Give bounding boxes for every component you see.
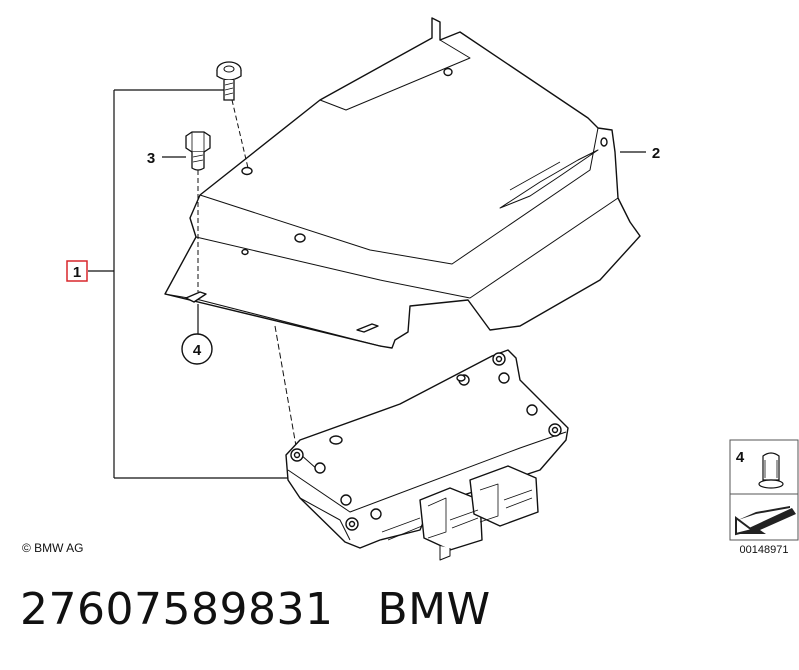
brand-name: BMW xyxy=(377,584,491,635)
arrow-icon xyxy=(735,506,796,536)
bracket-cover xyxy=(164,17,641,349)
part-number: 27607589831 xyxy=(20,584,334,635)
callout-2[interactable]: 2 xyxy=(652,145,660,162)
assembly-axis-line xyxy=(274,325,297,447)
svg-text:4: 4 xyxy=(193,342,202,359)
copyright-text: © BMW AG xyxy=(22,541,84,555)
part-number-line: 27607589831 BMW xyxy=(20,584,491,635)
torx-screw xyxy=(216,61,242,101)
callout-1[interactable]: 1 xyxy=(66,260,88,282)
inset-part-4: 4 00148971 xyxy=(729,439,799,556)
screw-axis-line xyxy=(231,99,249,169)
hex-bolt xyxy=(185,131,211,171)
inset-code: 00148971 xyxy=(740,544,789,556)
svg-text:1: 1 xyxy=(73,264,81,281)
callout-4-circle[interactable]: 4 xyxy=(181,333,213,365)
control-module xyxy=(285,349,569,561)
inset-callout-4[interactable]: 4 xyxy=(736,449,745,466)
expanding-nut-icon xyxy=(758,452,784,489)
group-bracket-1 xyxy=(88,89,290,479)
callout-3[interactable]: 3 xyxy=(147,150,155,167)
